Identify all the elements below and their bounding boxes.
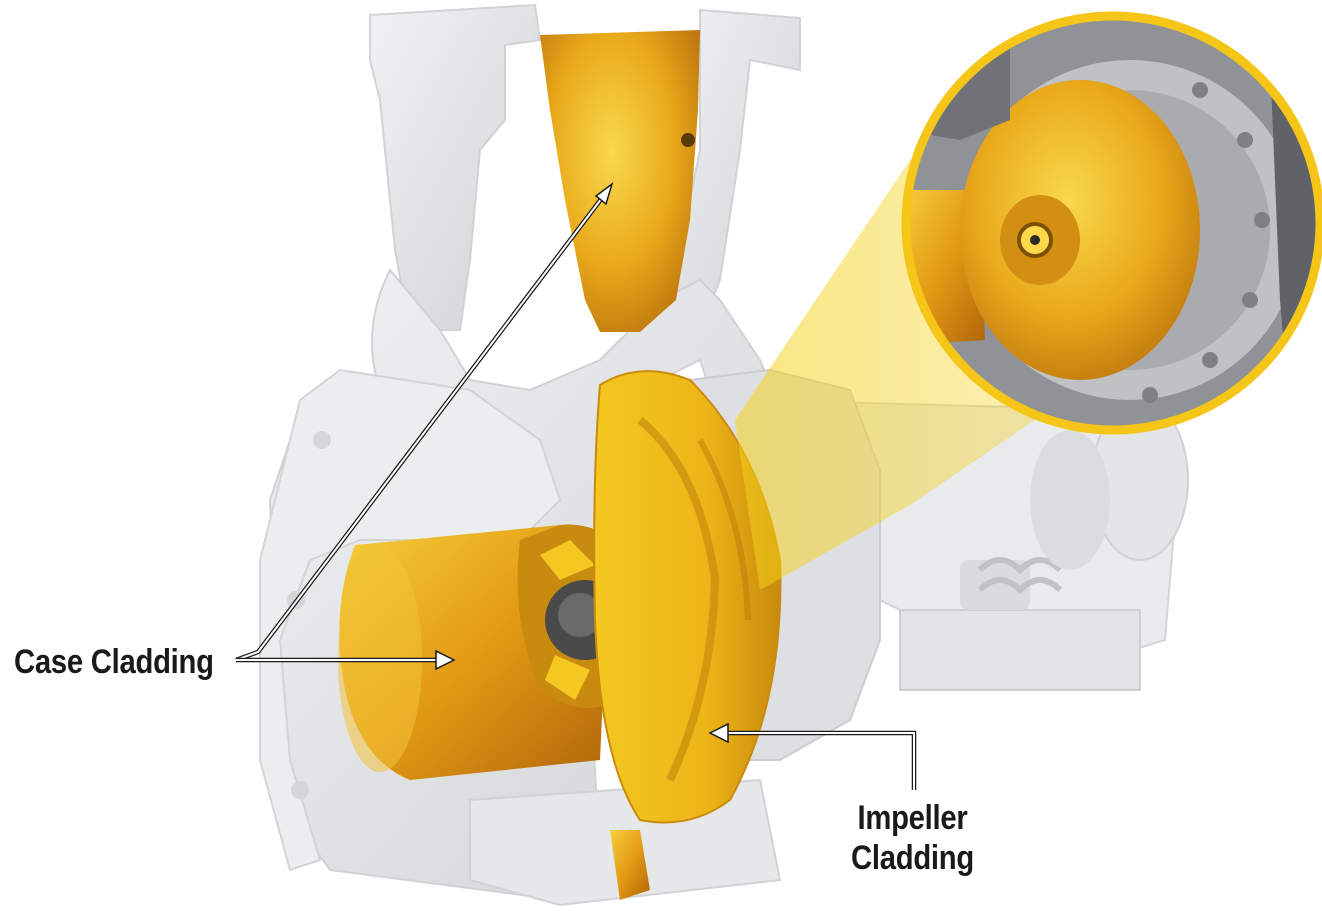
case-arrow-right bbox=[435, 649, 456, 671]
impeller-arrow bbox=[708, 722, 729, 744]
discharge-port-hole bbox=[681, 133, 695, 147]
impeller-cladding-label: Impeller Cladding bbox=[851, 798, 974, 878]
zoom-inset bbox=[901, 11, 1322, 435]
case-cladding-callout bbox=[235, 182, 614, 671]
case-cladding-text: Case Cladding bbox=[14, 643, 214, 681]
impeller bbox=[593, 370, 782, 900]
case-arrow-top bbox=[594, 182, 614, 206]
impeller-cladding-callout bbox=[708, 722, 917, 790]
case-cladding-label: Case Cladding bbox=[14, 642, 214, 682]
impeller-cladding-line1: Impeller bbox=[857, 799, 968, 837]
discharge-cladding bbox=[540, 30, 700, 332]
impeller-cladding-line2: Cladding bbox=[851, 839, 975, 877]
